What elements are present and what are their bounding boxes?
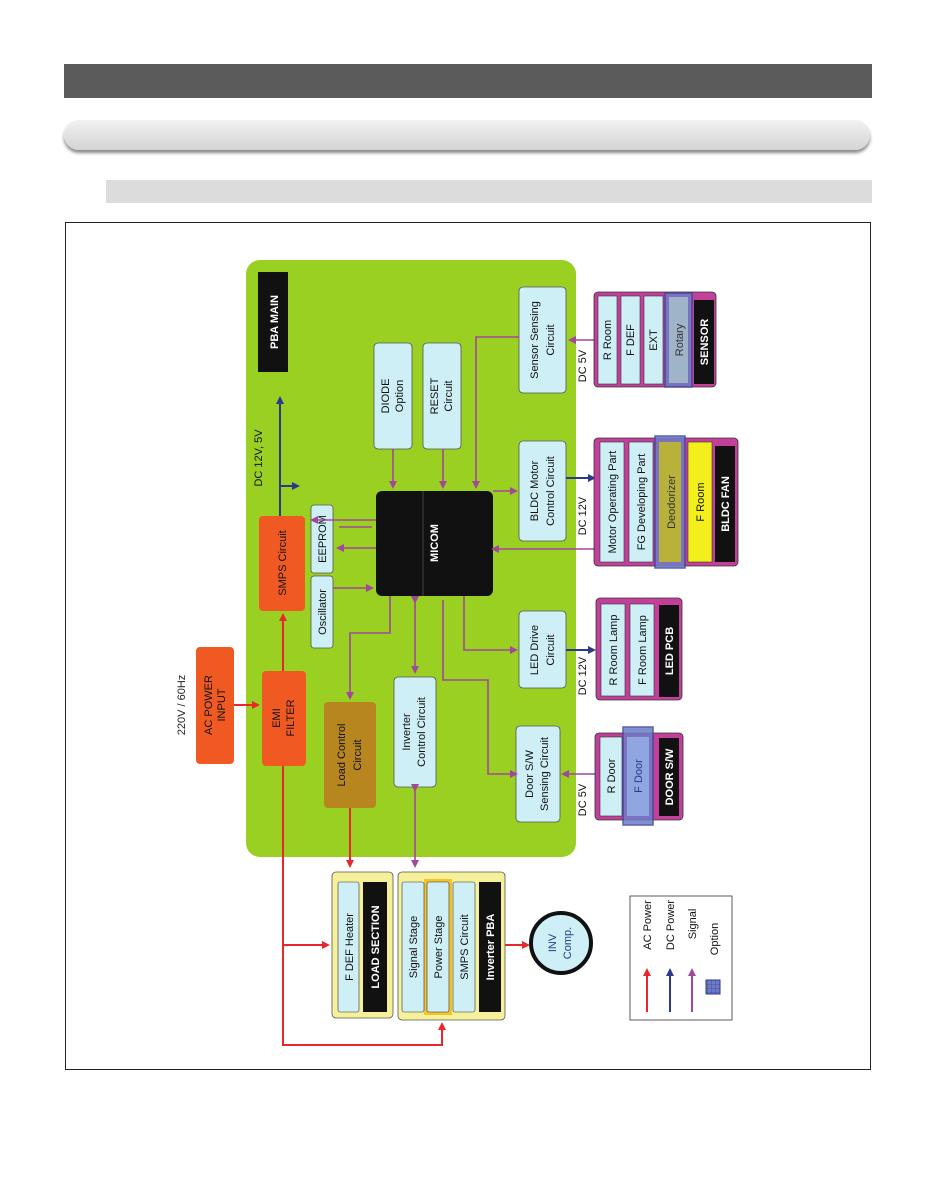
- smps-circuit: [259, 516, 305, 611]
- bldc-motor-control-circuit: [518, 440, 567, 542]
- legend-option-swatch: [705, 979, 721, 995]
- inverter-item-smps: SMPS Circuit: [459, 914, 471, 979]
- diode-label-1: DIODE: [380, 379, 392, 414]
- sensor-sensing-circuit: [518, 286, 567, 394]
- led-item-f-room-lamp: F Room Lamp: [637, 615, 649, 685]
- sensor-title: SENSOR: [699, 319, 711, 366]
- load-section-title: LOAD SECTION: [370, 905, 382, 988]
- dc-out-label: DC 12V, 5V: [253, 429, 265, 487]
- dc5v-door-label: DC 5V: [577, 783, 589, 816]
- bldc-item-fg: FG Developing Part: [636, 454, 648, 551]
- emi-filter: [262, 671, 306, 766]
- bldc-circuit-label-1: BLDC Motor: [529, 460, 541, 521]
- smps-label: SMPS Circuit: [277, 530, 289, 595]
- inverter-control-label-1: Inverter: [401, 713, 413, 751]
- header-bar: [64, 64, 872, 98]
- bldc-item-deodorizer: Deodorizer: [666, 475, 678, 529]
- load-item-f-def-heater: F DEF Heater: [344, 913, 356, 981]
- door-sw-title: DOOR S/W: [664, 748, 676, 805]
- sensor-circuit-label-1: Sensor Sensing: [529, 301, 541, 379]
- inverter-item-power-stage: Power Stage: [433, 916, 445, 979]
- load-control-label-2: Circuit: [352, 739, 364, 770]
- led-drive-circuit: [518, 610, 567, 689]
- section-bar: [64, 120, 870, 150]
- legend-option: Option: [709, 923, 721, 955]
- dc12v-led-label: DC 12V: [577, 656, 589, 695]
- sensor-circuit-label-2: Circuit: [545, 324, 557, 355]
- led-item-r-room-lamp: R Room Lamp: [608, 615, 620, 686]
- ac-power-label-1: AC POWER: [203, 675, 215, 735]
- led-pcb-title: LED PCB: [664, 627, 676, 675]
- door-circuit-label-1: Door S/W: [524, 750, 536, 798]
- legend-dc: DC Power: [665, 900, 677, 950]
- inverter-item-signal-stage: Signal Stage: [408, 916, 420, 978]
- ac-power-input: [196, 647, 234, 764]
- dc5v-sensor-label: DC 5V: [577, 349, 589, 382]
- reset-circuit: [422, 342, 462, 450]
- reset-label-2: Circuit: [443, 380, 455, 411]
- emi-label-2: FILTER: [285, 699, 297, 736]
- emi-label-1: EMI: [271, 708, 283, 728]
- door-item-r-door: R Door: [606, 758, 618, 793]
- inv-comp-label-1: INV: [547, 933, 559, 952]
- oscillator: [310, 575, 334, 649]
- reset-label-1: RESET: [429, 377, 441, 414]
- load-control-label-1: Load Control: [336, 724, 348, 787]
- bldc-circuit-label-2: Control Circuit: [545, 456, 557, 526]
- ac-power-label-2: INPUT: [216, 688, 228, 721]
- sensor-item-r-room: R Room: [602, 320, 614, 360]
- sensor-item-rotary: Rotary: [674, 323, 686, 356]
- load-control-circuit: [324, 702, 376, 808]
- sensor-item-f-def: F DEF: [625, 324, 637, 356]
- bldc-fan-title: BLDC FAN: [720, 476, 732, 532]
- inverter-control-label-2: Control Circuit: [416, 697, 428, 767]
- legend-ac: AC Power: [642, 900, 654, 950]
- ac-voltage-label: 220V / 60Hz: [176, 675, 188, 736]
- led-drive-label-1: LED Drive: [529, 625, 541, 675]
- inverter-pba-title: Inverter PBA: [485, 914, 497, 981]
- sensor-item-ext: EXT: [648, 329, 660, 351]
- oscillator-label: Oscillator: [317, 589, 329, 635]
- bldc-item-f-room: F Room: [695, 482, 707, 521]
- pba-main-tag: [258, 272, 288, 372]
- bldc-item-motor: Motor Operating Part: [607, 451, 619, 554]
- micom-label: MICOM: [429, 524, 441, 562]
- micom: [376, 491, 493, 596]
- inv-compressor: [529, 911, 593, 975]
- eeprom-label: EEPROM: [317, 515, 329, 563]
- dc12v-fan-label: DC 12V: [577, 496, 589, 535]
- subsection-bar: [106, 180, 872, 203]
- door-sw-sensing-circuit: [515, 725, 561, 823]
- inv-comp-label-2: Comp.: [562, 927, 574, 959]
- legend-signal: Signal: [687, 909, 699, 940]
- door-circuit-label-2: Sensing Circuit: [539, 737, 551, 811]
- pba-main-title: PBA MAIN: [269, 295, 281, 349]
- door-item-f-door: F Door: [633, 759, 645, 793]
- led-drive-label-2: Circuit: [545, 634, 557, 665]
- diagram-frame: [65, 222, 871, 1070]
- diode-label-2: Option: [394, 380, 406, 412]
